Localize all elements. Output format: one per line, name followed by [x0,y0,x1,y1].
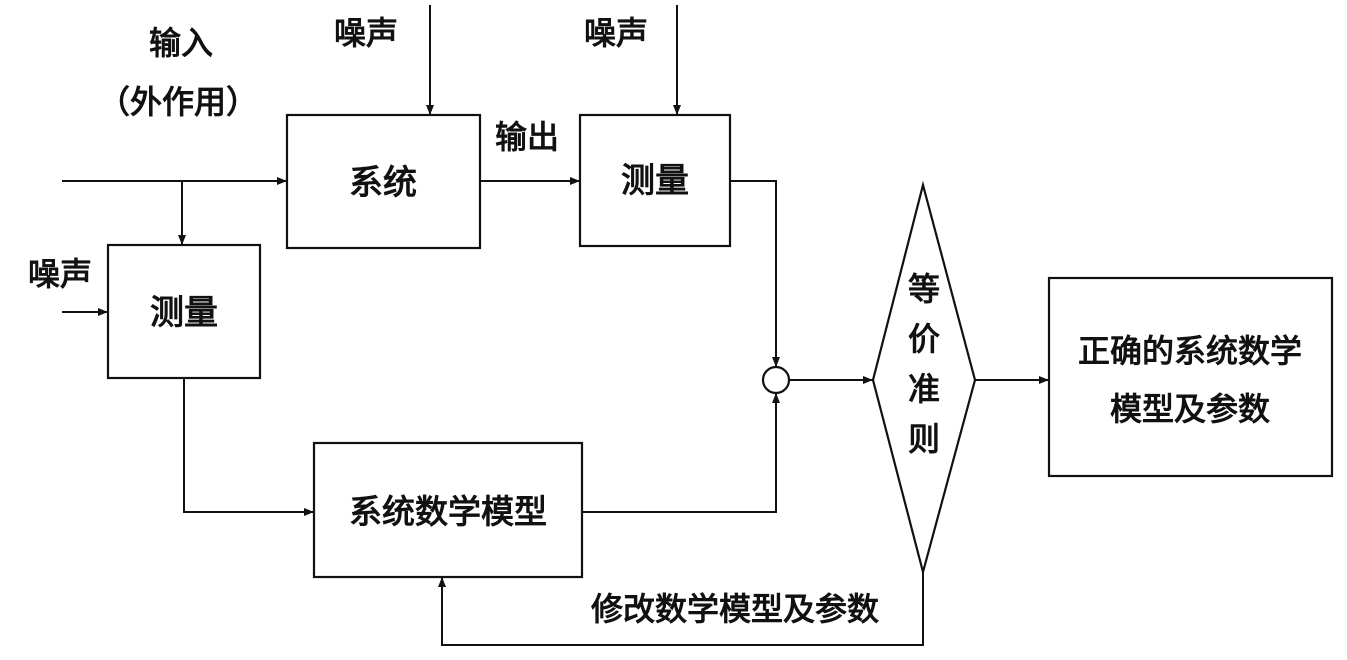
summing-junction [761,365,791,395]
measure-to-junction-arrow [730,180,780,367]
noise-measure-left-label: 噪声 [28,255,92,293]
feedback-arrow [438,572,924,646]
feedback-label: 修改数学模型及参数 [590,590,880,628]
result-label-line2: 模型及参数 [1110,390,1271,428]
input-label: 输入 [149,24,213,62]
criterion-char-4: 则 [908,420,940,458]
noise-system-label: 噪声 [334,14,398,52]
model-label: 系统数学模型 [349,492,547,531]
system-label: 系统 [349,163,417,203]
noise-measure-top-label: 噪声 [584,14,648,52]
measure-left-box [106,243,262,380]
criterion-char-2: 价 [908,320,940,358]
result-box [1047,276,1334,478]
system-box [285,113,482,250]
output-label: 输出 [495,118,559,156]
criterion-char-1: 等 [908,270,940,308]
criterion-char-3: 准 [908,370,940,408]
measure-top-box [578,113,732,248]
result-label-line1: 正确的系统数学 [1078,332,1302,370]
measure-top-label: 测量 [621,161,689,201]
model-to-junction-arrow [582,393,780,513]
model-box [312,441,584,579]
measure-left-label: 测量 [150,293,218,333]
input-sub-label: （外作用） [98,83,258,121]
measure-to-model-arrow [183,378,314,516]
